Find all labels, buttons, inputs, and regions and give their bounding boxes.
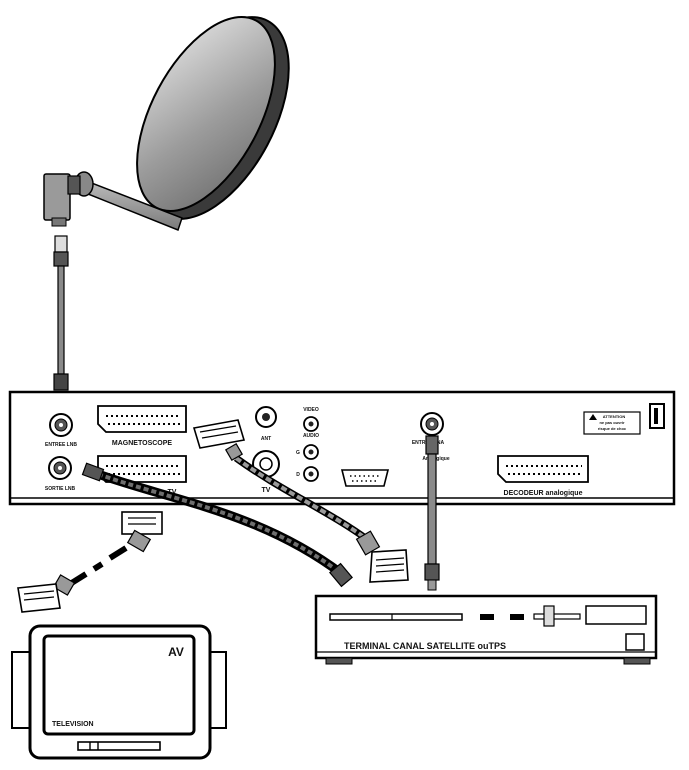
warning-title: ATTENTION	[603, 414, 626, 419]
lnb-out-to-terminal-cable	[81, 462, 353, 588]
lnb-out-connector	[48, 456, 72, 480]
warning-line-1: ne pas ouvrir	[599, 420, 625, 425]
television: AV TELEVISION	[11, 624, 227, 760]
vcr-scart-label: MAGNETOSCOPE	[112, 440, 172, 447]
lnb-head	[43, 171, 94, 227]
power-switch	[649, 403, 665, 429]
lnb-in-label: ENTREE LNB	[45, 442, 77, 448]
satellite-dish	[43, 16, 290, 231]
ant-label: ANT	[261, 436, 271, 442]
scart-plug-upper-left	[121, 511, 163, 553]
lnb-in-connector	[49, 413, 73, 437]
tv-rf-label: TV	[262, 487, 271, 494]
vcr-scart-cable	[192, 419, 409, 583]
audio-g-label: G	[296, 450, 300, 456]
warning-sticker: ATTENTION ne pas ouvrir risque de choc	[583, 411, 641, 435]
receiver-rear-panel: ENTREE LNB SORTIE LNB MAGNETOSCOPE TV AN…	[8, 390, 676, 506]
video-rca-jack	[303, 416, 319, 432]
decoder-label: DECODEUR analogique	[504, 490, 583, 497]
lnb-coax-cable	[53, 235, 69, 391]
audio-d-label: D	[296, 472, 300, 478]
scart-plug-top	[192, 419, 246, 462]
video-label: VIDEO	[303, 407, 319, 413]
warning-line-2: risque de choc	[598, 426, 627, 431]
satellite-terminal: TERMINAL CANAL SATELLITE ouTPS	[314, 594, 658, 665]
audio-left-rca-jack	[303, 444, 319, 460]
decoder-scart-socket	[497, 455, 589, 483]
tv-scart-socket	[97, 455, 187, 483]
analog-in-connector	[420, 412, 444, 436]
audio-label: AUDIO	[303, 433, 319, 439]
serial-port	[340, 469, 390, 487]
card-slot	[533, 605, 581, 627]
ant-connector	[255, 406, 277, 428]
lnb-out-label: SORTIE LNB	[45, 486, 76, 492]
audio-right-rca-jack	[303, 466, 319, 482]
tv-av-label: AV	[168, 645, 184, 659]
scart-plug-lower-left	[17, 574, 76, 613]
tv-scart-cable	[17, 511, 163, 613]
vcr-scart-socket	[97, 405, 187, 433]
scart-plug-right	[355, 530, 409, 583]
terminal-label: TERMINAL CANAL SATELLITE ouTPS	[344, 641, 506, 651]
analog-coax-cable	[424, 435, 440, 591]
television-label: TELEVISION	[52, 721, 94, 728]
